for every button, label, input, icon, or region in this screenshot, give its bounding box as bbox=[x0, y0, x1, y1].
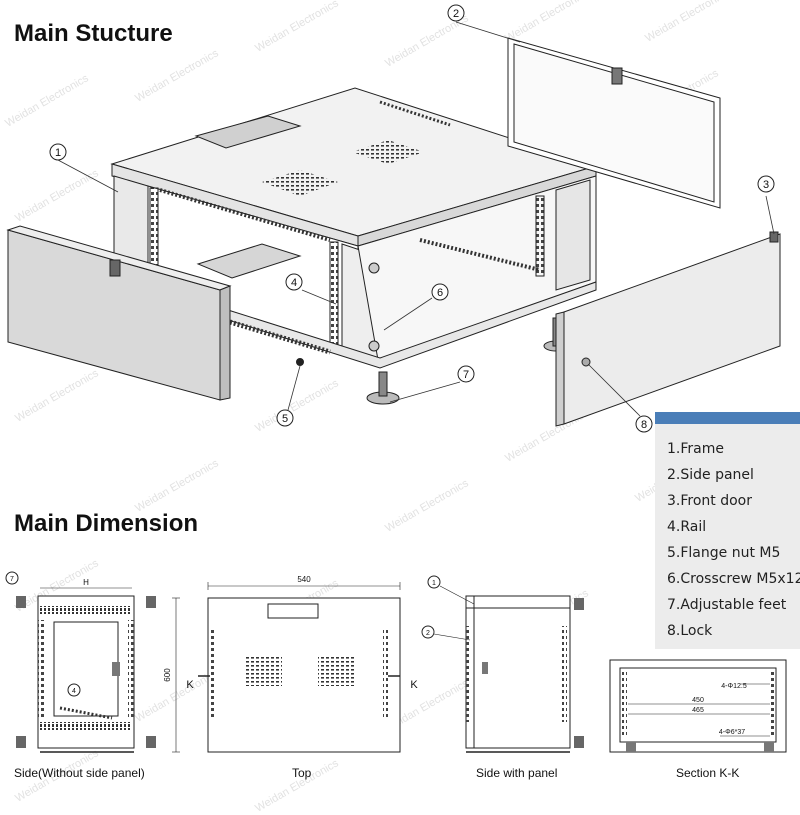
callout-2-label: 2 bbox=[453, 8, 459, 20]
callout-4-label: 4 bbox=[291, 277, 297, 289]
callout-1: 1 bbox=[49, 143, 67, 161]
legend-item-crosscrew: 6.Crosscrew M5x12 bbox=[667, 571, 800, 587]
caption-side-with-panel: Side with panel bbox=[476, 766, 558, 780]
top-section-left: K bbox=[186, 679, 194, 691]
legend-item-frame: 1.Frame bbox=[667, 441, 724, 457]
top-section-right: K bbox=[410, 679, 418, 691]
section-hole-bottom: 4-Φ6*37 bbox=[719, 729, 745, 736]
top-dim-height: 600 bbox=[163, 668, 172, 682]
callout-6: 6 bbox=[431, 283, 449, 301]
side-view bbox=[5, 571, 156, 753]
top-dim-width: 540 bbox=[297, 575, 311, 584]
main-structure-heading: Main Stucture bbox=[14, 20, 173, 47]
rear-side-panel bbox=[507, 37, 721, 209]
callout-7: 7 bbox=[457, 365, 475, 383]
callouts: 1 2 3 4 5 6 7 8 bbox=[49, 4, 775, 433]
legend-item-lock: 8.Lock bbox=[667, 623, 713, 639]
callout-5: 5 bbox=[276, 409, 294, 427]
caption-top: Top bbox=[292, 766, 312, 780]
callout-5-label: 5 bbox=[282, 413, 288, 425]
callout-2: 2 bbox=[447, 4, 465, 22]
callout-6-label: 6 bbox=[437, 287, 443, 299]
panel-callout-panel: 2 bbox=[426, 630, 430, 637]
callout-8-label: 8 bbox=[641, 419, 647, 431]
caption-side: Side(Without side panel) bbox=[14, 766, 145, 780]
callout-7-label: 7 bbox=[463, 369, 469, 381]
section-dim-465: 465 bbox=[692, 707, 704, 714]
callout-8: 8 bbox=[635, 415, 653, 433]
side-dim-h: H bbox=[83, 578, 89, 587]
legend-list: 1.Frame 2.Side panel 3.Front door 4.Rail… bbox=[667, 436, 800, 644]
callout-3-label: 3 bbox=[763, 179, 769, 191]
legend-item-rail: 4.Rail bbox=[667, 519, 707, 535]
panel-callout-frame: 1 bbox=[432, 580, 436, 587]
cabinet-top bbox=[110, 87, 598, 247]
section-hole-top: 4-Φ12.5 bbox=[721, 683, 747, 690]
legend-item-side-panel: 2.Side panel bbox=[667, 467, 754, 483]
top-view bbox=[172, 582, 401, 753]
section-kk-view bbox=[609, 659, 787, 753]
exploded-cabinet bbox=[6, 21, 781, 427]
cabinet-frame bbox=[113, 175, 597, 365]
main-dimension-heading: Main Dimension bbox=[14, 510, 199, 537]
callout-4: 4 bbox=[285, 273, 303, 291]
callout-1-label: 1 bbox=[55, 147, 61, 159]
legend-item-adjustable-feet: 7.Adjustable feet bbox=[667, 597, 787, 613]
side-callout-rail: 4 bbox=[72, 688, 76, 695]
parts-legend: 1.Frame 2.Side panel 3.Front door 4.Rail… bbox=[655, 412, 800, 649]
side-with-panel-view bbox=[421, 575, 584, 753]
legend-item-flange-nut: 5.Flange nut M5 bbox=[667, 545, 781, 561]
section-dim-450: 450 bbox=[692, 697, 704, 704]
legend-accent-bar bbox=[655, 412, 800, 424]
left-side-panel bbox=[6, 225, 232, 401]
callout-3: 3 bbox=[757, 175, 775, 193]
caption-section-kk: Section K-K bbox=[676, 766, 740, 780]
leader-lines bbox=[57, 21, 775, 417]
legend-item-front-door: 3.Front door bbox=[667, 493, 752, 509]
front-door bbox=[555, 231, 781, 427]
side-callout-feet: 7 bbox=[10, 576, 14, 583]
